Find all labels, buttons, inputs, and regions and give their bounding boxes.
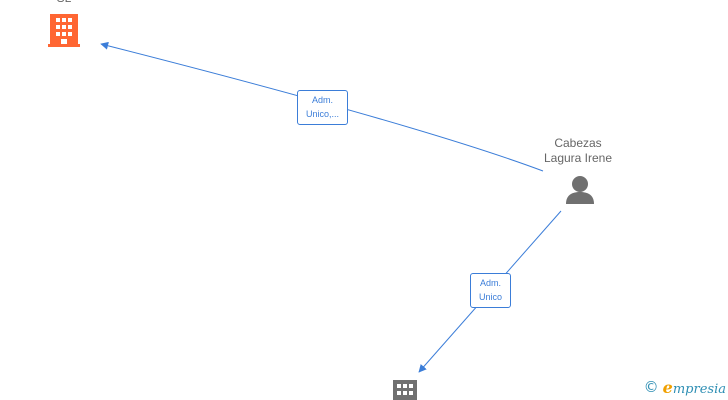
edge-label-top-line2: Unico,... <box>305 109 339 119</box>
building-icon[interactable] <box>48 14 80 47</box>
brand-text: mpresia <box>672 381 726 397</box>
edge-person-to-top-company[interactable] <box>100 41 544 172</box>
edge-label-bottom-line2: Unico <box>478 292 502 302</box>
person-name-line2: Lagura Irene <box>543 151 613 165</box>
person-icon[interactable] <box>566 176 594 204</box>
brand-logo: empresia <box>663 378 726 397</box>
company-top-label: SL <box>44 0 84 6</box>
brand-initial: e <box>662 377 673 397</box>
person-name-line1: Cabezas <box>554 136 602 150</box>
edge-label-bottom[interactable]: Adm. Unico <box>470 273 511 308</box>
building-icon[interactable] <box>393 380 417 400</box>
edge-label-bottom-line1: Adm. <box>479 278 501 288</box>
empresia-watermark: © empresia <box>644 377 726 397</box>
person-name-label[interactable]: Cabezas Lagura Irene <box>528 136 628 166</box>
edge-label-top-line1: Adm. <box>311 95 333 105</box>
copyright-icon: © <box>643 378 659 396</box>
edge-label-top[interactable]: Adm. Unico,... <box>297 90 348 125</box>
